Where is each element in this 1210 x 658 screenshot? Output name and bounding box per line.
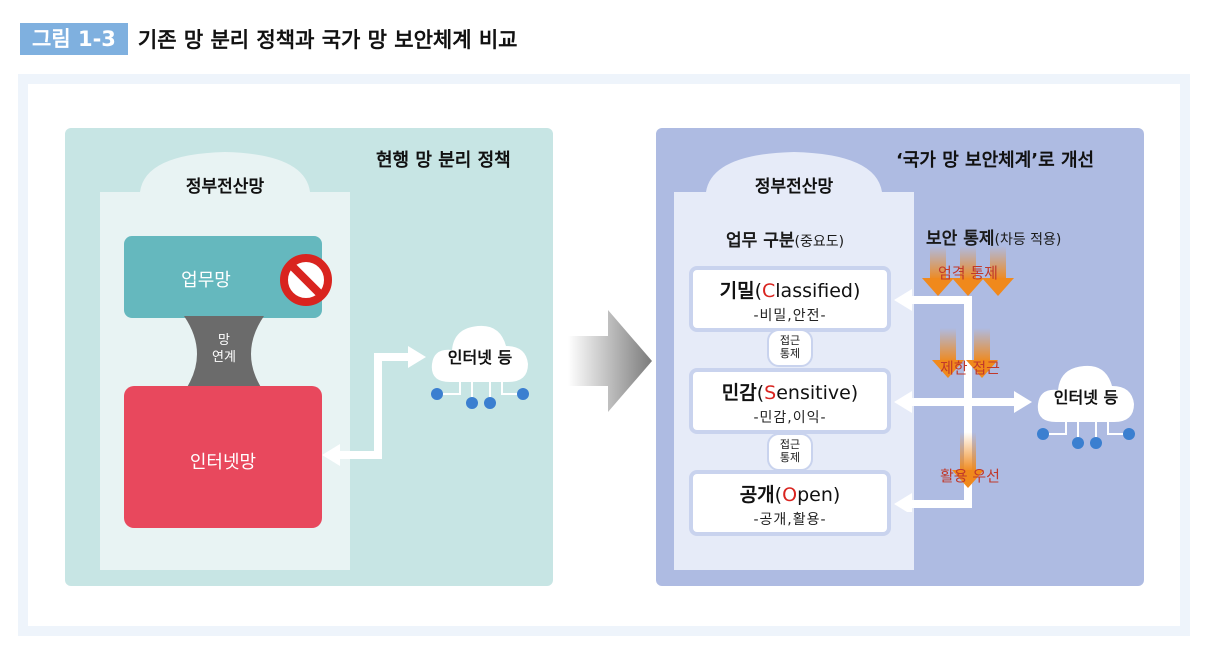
network-link-connector	[184, 316, 264, 392]
internet-network-box	[124, 386, 322, 528]
level-sensitive-paren-close: )	[850, 382, 859, 404]
right-gov-network-label: 정부전산망	[754, 177, 834, 197]
level-sensitive-rest: ensitive	[776, 382, 851, 404]
figure-number: 그림 1-3	[20, 23, 128, 55]
figure-title: 기존 망 분리 정책과 국가 망 보안체계 비교	[137, 28, 518, 52]
level-open-initial: O	[782, 484, 798, 506]
access-control-pill-2: 접근 통제	[767, 433, 813, 471]
security-control-paren: (차등 적용)	[994, 232, 1062, 248]
right-panel-title: ‘국가 망 보안체계’로 개선	[896, 150, 1095, 171]
security-control-heading: 보안 통제(차등 적용)	[926, 224, 1061, 249]
level-box-sensitive: 민감(Sensitive) -민감,이익-	[689, 368, 891, 434]
internet-network-label: 인터넷망	[189, 452, 257, 473]
level-open-paren-close: )	[832, 484, 841, 506]
left-internet-cloud-label: 인터넷 등	[447, 348, 513, 367]
control-utilization-label: 활용 우선	[940, 467, 1000, 485]
level-classified-ko: 기밀	[719, 280, 755, 302]
transition-arrow	[568, 310, 652, 412]
left-connection-arrow	[322, 346, 426, 466]
level-sensitive-paren-open: (	[756, 382, 765, 404]
level-sensitive-initial: S	[764, 382, 777, 404]
level-classified-paren-close: )	[852, 280, 861, 302]
left-panel-title: 현행 망 분리 정책	[376, 150, 511, 171]
access-pill-1-line2: 통제	[779, 347, 801, 360]
level-open-sub: -공개,활용-	[753, 512, 827, 528]
level-open-name: 공개(Open)	[693, 480, 887, 507]
right-connection-arrows	[894, 289, 1032, 512]
left-gov-network-label: 정부전산망	[185, 177, 265, 197]
level-open-rest: pen	[797, 484, 833, 506]
control-limited-label: 제한 접근	[940, 359, 1000, 377]
network-link-label-line2: 연계	[212, 350, 236, 365]
work-classification-paren: (중요도)	[794, 234, 845, 250]
access-pill-2-line1: 접근	[779, 438, 801, 451]
access-pill-1-line1: 접근	[779, 334, 801, 347]
level-box-open: 공개(Open) -공개,활용-	[689, 470, 891, 536]
work-classification-heading: 업무 구분(중요도)	[726, 226, 844, 251]
figure-heading: 그림 1-3 기존 망 분리 정책과 국가 망 보안체계 비교	[20, 22, 518, 56]
level-box-classified: 기밀(Classified) -비밀,안전-	[689, 266, 891, 332]
level-classified-sub: -비밀,안전-	[753, 308, 827, 324]
control-strict-label: 엄격 통제	[938, 264, 998, 282]
level-sensitive-sub: -민감,이익-	[753, 410, 827, 426]
level-sensitive-ko: 민감	[721, 382, 757, 404]
prohibited-icon	[280, 254, 332, 306]
security-control-label: 보안 통제	[926, 229, 995, 249]
work-classification-label: 업무 구분	[726, 231, 795, 251]
level-classified-name: 기밀(Classified)	[693, 276, 887, 303]
access-pill-2-line2: 통제	[779, 451, 801, 464]
level-open-paren-open: (	[774, 484, 783, 506]
level-classified-initial: C	[761, 280, 776, 302]
business-network-label: 업무망	[181, 270, 231, 291]
access-control-pill-1: 접근 통제	[767, 329, 813, 367]
level-sensitive-name: 민감(Sensitive)	[693, 378, 887, 405]
left-internet-cloud	[431, 325, 529, 409]
right-internet-cloud-label: 인터넷 등	[1053, 388, 1119, 407]
network-link-label-line1: 망	[218, 333, 230, 348]
orange-control-arrows	[922, 246, 1014, 488]
network-link-label: 망 연계	[196, 332, 252, 366]
level-open-ko: 공개	[739, 484, 775, 506]
right-internet-cloud	[1037, 365, 1135, 449]
level-classified-rest: lassified	[775, 280, 853, 302]
level-classified-paren-open: (	[754, 280, 762, 302]
